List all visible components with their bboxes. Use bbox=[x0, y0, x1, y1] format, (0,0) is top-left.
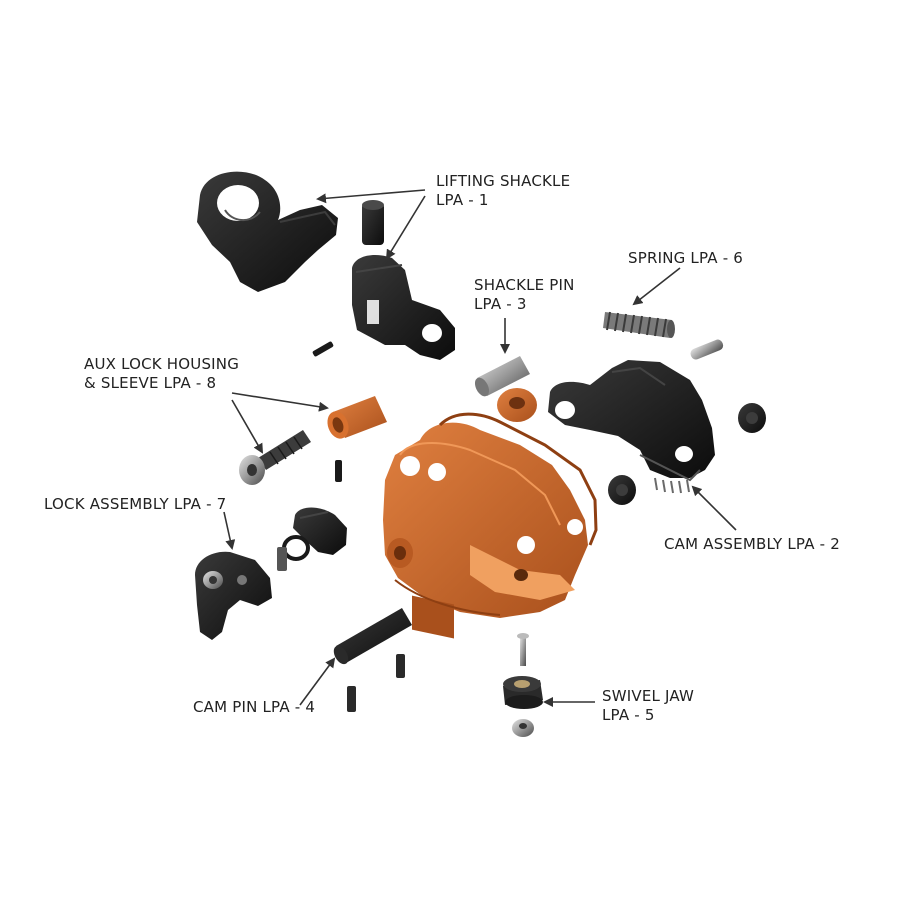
arrow-aux-lock-bolt bbox=[231, 399, 263, 454]
roll-pin-middle bbox=[335, 460, 342, 482]
label-lifting-shackle-line1: LIFTING SHACKLE bbox=[436, 172, 571, 190]
arrow-spring bbox=[632, 267, 681, 306]
label-spring: SPRING LPA - 6 bbox=[628, 249, 743, 268]
lifting-shackle-body-part bbox=[352, 255, 455, 360]
label-swivel-jaw-line1: SWIVEL JAW bbox=[602, 687, 695, 705]
label-cam-assembly-line1: CAM ASSEMBLY LPA - 2 bbox=[664, 535, 840, 553]
aux-lock-bolt-part bbox=[239, 430, 311, 485]
cam-assembly-part bbox=[548, 360, 715, 494]
arrow-aux-lock-sleeve bbox=[231, 392, 329, 412]
label-lock-assembly: LOCK ASSEMBLY LPA - 7 bbox=[44, 495, 226, 514]
cam-bushing-left bbox=[608, 475, 636, 505]
label-lock-assembly-line1: LOCK ASSEMBLY LPA - 7 bbox=[44, 495, 227, 513]
shackle-pin-part bbox=[474, 356, 530, 397]
shackle-small-pin bbox=[362, 200, 384, 245]
roll-pin-cam-upper bbox=[396, 654, 405, 678]
arrow-lifting-shackle-eye bbox=[316, 189, 426, 204]
arrow-cam-pin bbox=[299, 657, 336, 706]
roll-pin-cam-lower bbox=[347, 686, 356, 712]
main-orange-body-part bbox=[383, 412, 598, 639]
label-shackle-pin-line2: LPA - 3 bbox=[474, 295, 527, 313]
label-swivel-jaw-line2: LPA - 5 bbox=[602, 706, 655, 724]
arrow-lock-assembly bbox=[223, 511, 236, 550]
spring-part bbox=[603, 311, 675, 338]
label-aux-lock-line1: AUX LOCK HOUSING bbox=[84, 355, 240, 373]
label-aux-lock: AUX LOCK HOUSING & SLEEVE LPA - 8 bbox=[84, 355, 239, 393]
label-aux-lock-line2: & SLEEVE LPA - 8 bbox=[84, 374, 217, 392]
cam-pin-part bbox=[333, 608, 412, 665]
label-shackle-pin-line1: SHACKLE PIN bbox=[474, 276, 575, 294]
aux-lock-sleeve-part bbox=[327, 396, 387, 439]
swivel-jaw-screw bbox=[517, 633, 529, 666]
swivel-jaw-nut bbox=[512, 719, 534, 737]
lock-ring-part bbox=[282, 535, 310, 561]
lifting-shackle-eye-part bbox=[197, 171, 338, 292]
roll-pin-small bbox=[312, 341, 334, 357]
arrow-lifting-shackle-body bbox=[385, 195, 426, 260]
cam-bushing-right bbox=[738, 403, 766, 433]
leader-arrows bbox=[223, 189, 737, 707]
label-cam-assembly: CAM ASSEMBLY LPA - 2 bbox=[664, 535, 840, 554]
lock-handle-part bbox=[195, 551, 272, 640]
label-spring-line1: SPRING LPA - 6 bbox=[628, 249, 744, 267]
label-cam-pin: CAM PIN LPA - 4 bbox=[193, 698, 315, 717]
label-lifting-shackle: LIFTING SHACKLE LPA - 1 bbox=[436, 172, 570, 210]
label-swivel-jaw: SWIVEL JAW LPA - 5 bbox=[602, 687, 694, 725]
arrow-cam-assembly bbox=[691, 485, 737, 531]
label-lifting-shackle-line2: LPA - 1 bbox=[436, 191, 489, 209]
lock-dowel-pin bbox=[277, 547, 287, 571]
swivel-jaw-part bbox=[503, 676, 543, 709]
label-shackle-pin: SHACKLE PIN LPA - 3 bbox=[474, 276, 575, 314]
spring-guide-pin bbox=[690, 339, 724, 360]
shackle-nut-part bbox=[497, 388, 537, 422]
label-cam-pin-line1: CAM PIN LPA - 4 bbox=[193, 698, 316, 716]
lock-cam-part bbox=[293, 507, 347, 555]
